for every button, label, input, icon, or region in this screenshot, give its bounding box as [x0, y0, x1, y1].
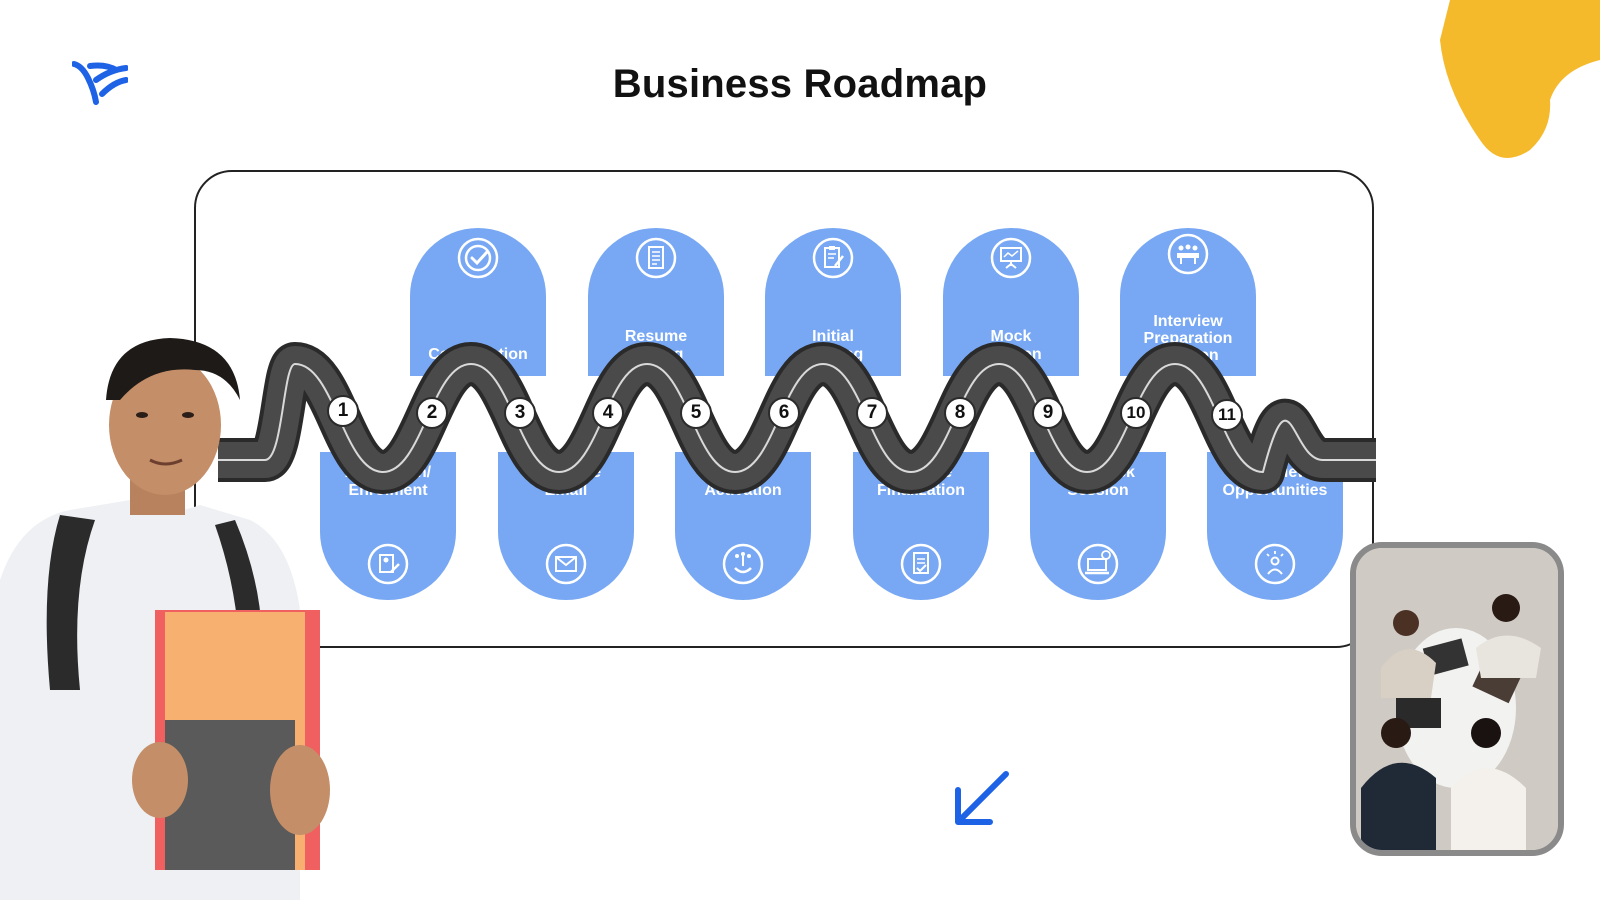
team-meeting-photo [1350, 542, 1564, 856]
person-idea-icon [1254, 543, 1296, 585]
clipboard-pen-icon [812, 237, 854, 279]
step-number-4: 4 [592, 397, 624, 429]
student-illustration [0, 330, 360, 905]
presentation-board-icon [990, 237, 1032, 279]
document-check-icon [900, 543, 942, 585]
page-title: Business Roadmap [612, 62, 988, 106]
step-card-4: Resume Writing [588, 228, 724, 376]
step-number-11: 11 [1211, 399, 1243, 431]
arrow-down-left-icon [950, 768, 1014, 837]
envelope-icon [545, 543, 587, 585]
decorative-yellow-shape [1440, 0, 1600, 170]
step-number-5: 5 [680, 397, 712, 429]
brand-logo [71, 60, 129, 111]
step-number-10: 10 [1120, 397, 1152, 429]
check-circle-icon [457, 237, 499, 279]
step-number-1: 1 [327, 395, 359, 427]
step-number-2: 2 [416, 397, 448, 429]
step-number-9: 9 [1032, 397, 1064, 429]
step-number-7: 7 [856, 397, 888, 429]
step-number-6: 6 [768, 397, 800, 429]
laptop-chat-icon [1077, 543, 1119, 585]
meeting-group-icon [1167, 233, 1209, 275]
step-number-8: 8 [944, 397, 976, 429]
network-hand-icon [722, 543, 764, 585]
enrolment-form-icon [367, 543, 409, 585]
step-number-3: 3 [504, 397, 536, 429]
document-icon [635, 237, 677, 279]
